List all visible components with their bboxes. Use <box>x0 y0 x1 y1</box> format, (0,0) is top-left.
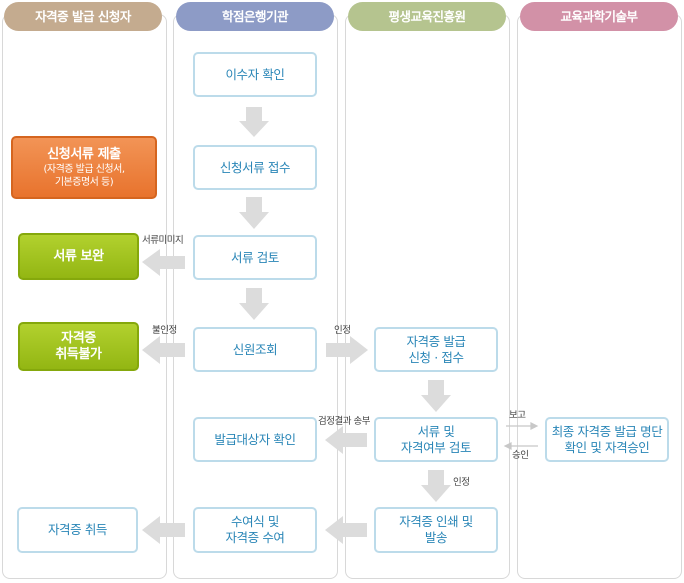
receive-documents-box: 신청서류 접수 <box>193 145 317 190</box>
arrow-down-2 <box>239 197 269 229</box>
supplement-documents-box: 서류 보완 <box>18 233 139 280</box>
submit-documents-sub1: (자격증 발급 신청서, <box>43 163 125 175</box>
arrow-down-1 <box>239 107 269 137</box>
apply-receive-line1: 자격증 발급 <box>406 333 466 349</box>
identity-check-label: 신원조회 <box>232 341 278 357</box>
final-approval-line2: 확인 및 자격승인 <box>564 439 650 455</box>
doc-review-box: 서류 및 자격여부 검토 <box>374 417 498 462</box>
lane-header-applicant: 자격증 발급 신청자 <box>4 2 162 31</box>
arrow-left-ineligible <box>142 336 185 364</box>
confirm-recipient-box: 발급대상자 확인 <box>193 417 317 462</box>
submit-documents-title: 신청서류 제출 <box>47 146 121 162</box>
lane-applicant <box>2 14 167 579</box>
print-issue-line1: 자격증 인쇄 및 <box>399 514 473 529</box>
label-approved-down: 인정 <box>453 477 470 488</box>
apply-receive-line2: 신청 · 접수 <box>408 349 464 365</box>
arrow-left-print <box>325 516 367 544</box>
award-ceremony-line2: 자격증 수여 <box>225 530 285 545</box>
arrow-down-3 <box>239 288 269 320</box>
review-documents-label: 서류 검토 <box>231 249 279 265</box>
acquire-certificate-box: 자격증 취득 <box>17 507 138 553</box>
receive-documents-label: 신청서류 접수 <box>219 159 291 175</box>
supplement-documents-label: 서류 보완 <box>53 248 104 264</box>
block-arrows <box>142 107 451 544</box>
lane-header-bank: 학점은행기관 <box>176 2 334 31</box>
label-send-result: 검정결과 송부 <box>318 416 370 427</box>
arrow-left-supplement <box>142 249 185 276</box>
confirm-completer-label: 이수자 확인 <box>225 66 285 82</box>
award-ceremony-box: 수여식 및 자격증 수여 <box>193 507 317 553</box>
arrow-left-result <box>325 426 367 454</box>
apply-receive-box: 자격증 발급 신청 · 접수 <box>374 327 498 372</box>
label-approve: 승인 <box>512 450 529 461</box>
submit-documents-box: 신청서류 제출 (자격증 발급 신청서, 기본증명서 등) <box>11 136 157 199</box>
label-document-incomplete: 서류미미지 <box>142 235 184 246</box>
lane-header-ministry: 교육과학기술부 <box>520 2 678 31</box>
ineligible-box: 자격증 취득불가 <box>18 322 139 371</box>
acquire-certificate-label: 자격증 취득 <box>47 522 108 537</box>
final-approval-box: 최종 자격증 발급 명단 확인 및 자격승인 <box>545 417 669 462</box>
arrow-down-institute-1 <box>421 380 451 412</box>
approve-arrowhead <box>503 442 512 450</box>
lane-ministry <box>517 14 682 579</box>
final-approval-line1: 최종 자격증 발급 명단 <box>551 423 663 439</box>
print-issue-box: 자격증 인쇄 및 발송 <box>374 507 498 553</box>
lane-institute <box>345 14 510 579</box>
print-issue-line2: 발송 <box>424 530 448 545</box>
confirm-completer-box: 이수자 확인 <box>193 52 317 97</box>
label-report: 보고 <box>509 410 526 421</box>
arrow-right-approved <box>326 336 368 364</box>
award-ceremony-line1: 수여식 및 <box>231 514 279 529</box>
ineligible-line1: 자격증 <box>61 330 96 346</box>
report-arrowhead <box>530 422 539 430</box>
confirm-recipient-label: 발급대상자 확인 <box>214 431 296 447</box>
label-not-approved: 불인정 <box>152 325 177 336</box>
doc-review-line1: 서류 및 <box>417 423 455 439</box>
identity-check-box: 신원조회 <box>193 327 317 372</box>
arrow-down-institute-2 <box>421 470 451 502</box>
lane-header-institute: 평생교육진흥원 <box>348 2 506 31</box>
doc-review-line2: 자격여부 검토 <box>400 439 472 455</box>
submit-documents-sub2: 기본증명서 등) <box>54 176 114 188</box>
arrow-left-acquire <box>142 516 185 544</box>
review-documents-box: 서류 검토 <box>193 235 317 280</box>
ineligible-line2: 취득불가 <box>55 346 102 362</box>
label-approved-right: 인정 <box>334 325 351 336</box>
thin-arrows <box>503 422 539 450</box>
